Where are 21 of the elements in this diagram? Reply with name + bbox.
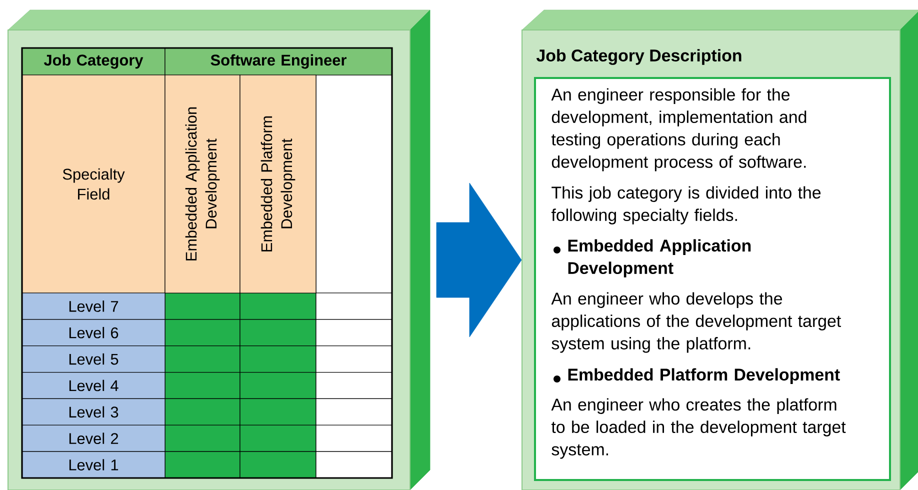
paragraph: An engineer responsible for the development, implementation and testing operations during each development process of software. xyxy=(551,88,806,172)
bullet-heading: Embedded Application Development xyxy=(568,239,751,278)
table-cell: Embedded Application Development xyxy=(164,74,240,294)
paragraph: This job category is divided into the following specialty fields. xyxy=(551,186,821,224)
table-cell: Level 4 xyxy=(22,372,166,399)
arrow xyxy=(436,182,522,338)
table-cell: Level 6 xyxy=(22,319,166,346)
table-cell: Level 5 xyxy=(22,346,166,373)
table-cell: Job Category xyxy=(22,48,166,76)
table-cell: Software Engineer xyxy=(164,48,392,76)
table-cell: Level 2 xyxy=(22,424,166,452)
table-cell: Level 7 xyxy=(22,292,166,320)
paragraph: An engineer who develops the applications of the development target system using the platform. xyxy=(551,292,841,353)
table-cell: Level 3 xyxy=(22,398,166,426)
description-box xyxy=(534,77,891,481)
paragraph: An engineer who creates the platform to be loaded in the development target system. xyxy=(551,398,846,459)
table-cell: Level 1 xyxy=(22,451,166,478)
panel-heading: Job Category Description xyxy=(536,49,742,65)
table-cell: Specialty Field xyxy=(22,74,166,294)
table-cell: Embedded Platform Development xyxy=(240,74,316,294)
bullet-heading: Embedded Platform Development xyxy=(568,368,840,384)
